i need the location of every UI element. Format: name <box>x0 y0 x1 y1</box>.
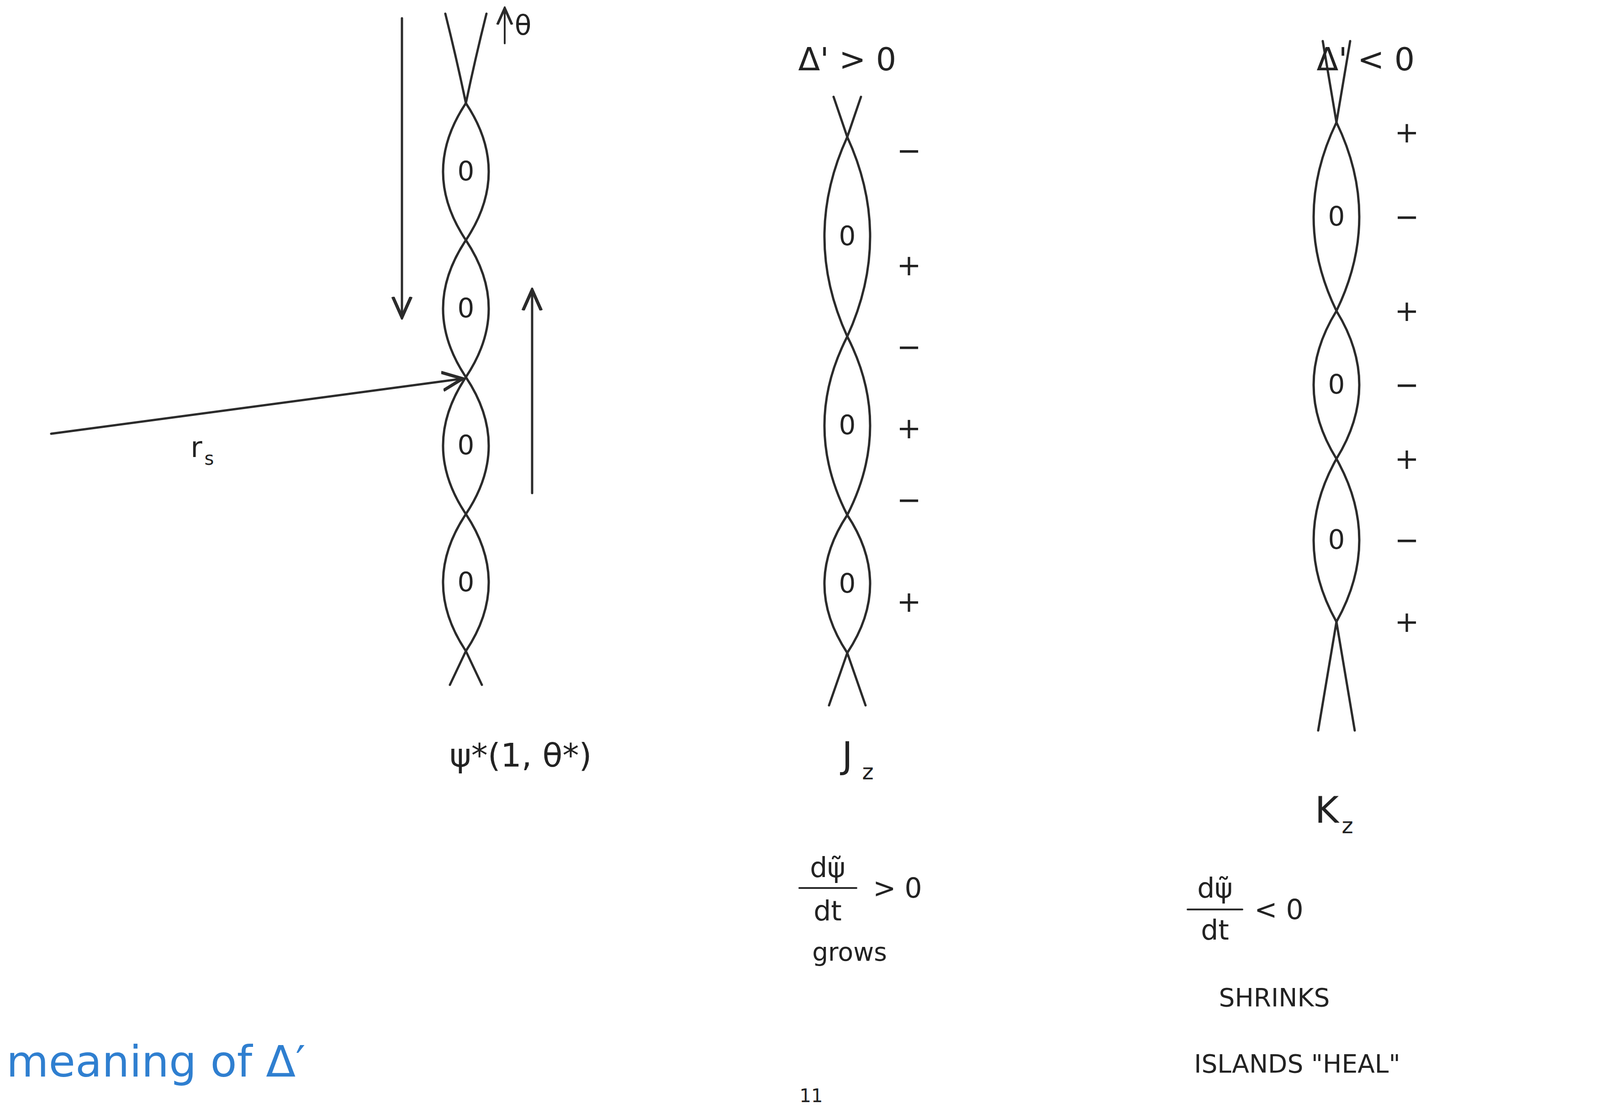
fraction-bar <box>1187 908 1243 911</box>
current-subscript: z <box>1341 813 1353 839</box>
flux-strand <box>1313 41 1360 731</box>
current-label: K <box>1314 790 1339 831</box>
o-point: 0 <box>839 221 856 252</box>
o-point: 0 <box>1328 525 1346 555</box>
flow-arrow <box>401 18 404 316</box>
derivative-denominator: dt <box>1200 915 1230 946</box>
case-heading: Δ' < 0 <box>1316 42 1416 78</box>
sign-label: − <box>896 134 922 167</box>
derivative-numerator: dψ̃ <box>1197 873 1233 904</box>
radius-subscript: s <box>204 448 215 469</box>
o-point: 0 <box>839 569 856 599</box>
sign-label: − <box>896 484 922 517</box>
note: SHRINKS <box>1219 984 1331 1013</box>
flux-label: ψ*(1, θ*) <box>449 737 592 774</box>
flux-strand <box>824 96 871 706</box>
sign-label: + <box>896 412 922 445</box>
flux-strand <box>443 13 489 686</box>
sign-label: − <box>1394 369 1420 402</box>
flux-strand <box>824 96 871 706</box>
fraction-bar <box>799 887 857 890</box>
current-subscript: z <box>861 760 874 785</box>
radius-label: r <box>190 432 203 464</box>
flux-strand <box>443 13 489 686</box>
sign-label: + <box>896 249 922 282</box>
page-number: 11 <box>799 1086 824 1107</box>
radius-arrow <box>51 379 461 434</box>
o-point: 0 <box>457 157 475 187</box>
sign-label: − <box>1394 524 1420 557</box>
case-heading: Δ' > 0 <box>798 42 897 78</box>
angle-label: θ <box>514 10 532 41</box>
o-point: 0 <box>1328 370 1346 400</box>
slide-title: meaning of Δ′ <box>6 1038 306 1087</box>
inequality: < 0 <box>1254 894 1304 925</box>
note: ISLANDS "HEAL" <box>1193 1050 1401 1079</box>
o-point: 0 <box>457 294 475 324</box>
current-label: J <box>841 735 853 777</box>
o-point: 0 <box>457 431 475 461</box>
derivative-denominator: dt <box>813 896 842 927</box>
flux-strand <box>1313 41 1360 731</box>
sign-label: − <box>1394 200 1420 233</box>
sign-label: + <box>1394 116 1420 149</box>
o-point: 0 <box>1328 202 1346 232</box>
sign-label: + <box>1394 295 1420 328</box>
sign-label: + <box>896 586 922 618</box>
flow-arrow <box>531 292 534 494</box>
sign-label: − <box>896 331 922 364</box>
derivative-numerator: dψ̃ <box>809 852 846 883</box>
o-point: 0 <box>839 411 856 441</box>
inequality: > 0 <box>872 873 923 904</box>
o-point: 0 <box>457 568 475 598</box>
note: grows <box>812 938 888 967</box>
sign-label: + <box>1394 606 1420 639</box>
sign-label: + <box>1394 443 1420 476</box>
theta-arrow <box>503 10 506 44</box>
